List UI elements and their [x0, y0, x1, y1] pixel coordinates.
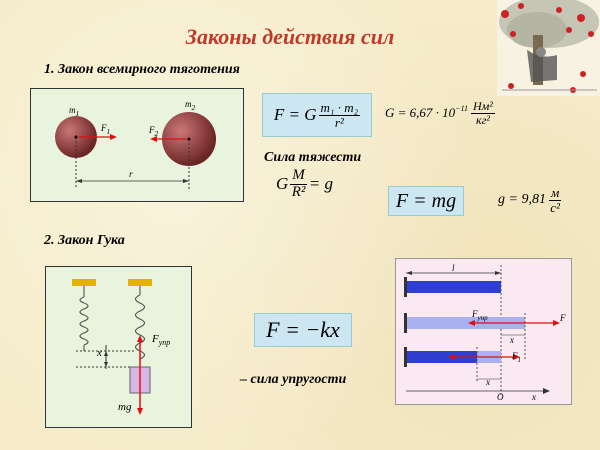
spring-force-label: Fупр: [152, 333, 171, 348]
spring-x-label: x: [97, 347, 102, 359]
weight-mg-label: mg: [118, 401, 132, 413]
elastic-force-label: – сила упругости: [240, 372, 347, 387]
m1-label: m1: [69, 105, 80, 118]
gravitation-diagram: m1 m2 F1 F2 r: [30, 88, 244, 202]
bar-axis-label: x: [532, 392, 536, 402]
gravitation-formula: F = G m₁ · m₂ r²: [262, 93, 372, 137]
bar-force-label: F: [560, 313, 566, 323]
page-title: Законы действия сил: [185, 24, 395, 49]
hooke-formula: F = −kx: [254, 313, 352, 347]
weight-formula: F = mg: [388, 186, 464, 216]
spring-diagram: x Fупр mg: [45, 266, 192, 428]
bar-length-label: l: [452, 263, 455, 273]
bar-x-label: x: [510, 335, 514, 345]
gravity-force-label: Сила тяжести: [264, 150, 362, 165]
g-value: g = 9,81 м с²: [498, 185, 562, 215]
r-label: r: [129, 169, 133, 179]
newton-apple-tree-picture: [497, 0, 600, 96]
gravitational-constant: G = 6,67 · 10−11 Нм² кг²: [385, 99, 495, 127]
section-heading-gravitation: 1. Закон всемирного тяготения: [44, 62, 240, 77]
bar-elastic-force-label: Fупр: [472, 309, 488, 322]
section-heading-hooke: 2. Закон Гука: [44, 233, 125, 248]
spring-svg: [72, 279, 152, 415]
bar-x2-label: x: [486, 377, 490, 387]
bar-svg: [404, 265, 560, 395]
bar-f1-label: F1: [512, 351, 521, 364]
f1-label: F1: [101, 123, 111, 136]
gravitation-svg: [55, 112, 216, 189]
bar-deformation-diagram: l Fупр F x F1 x O x: [395, 258, 572, 405]
gravity-acceleration-formula: G M R² = g: [276, 167, 334, 200]
f2-label: F2: [149, 125, 159, 138]
bar-origin-label: O: [497, 392, 504, 402]
m2-label: m2: [185, 99, 196, 112]
